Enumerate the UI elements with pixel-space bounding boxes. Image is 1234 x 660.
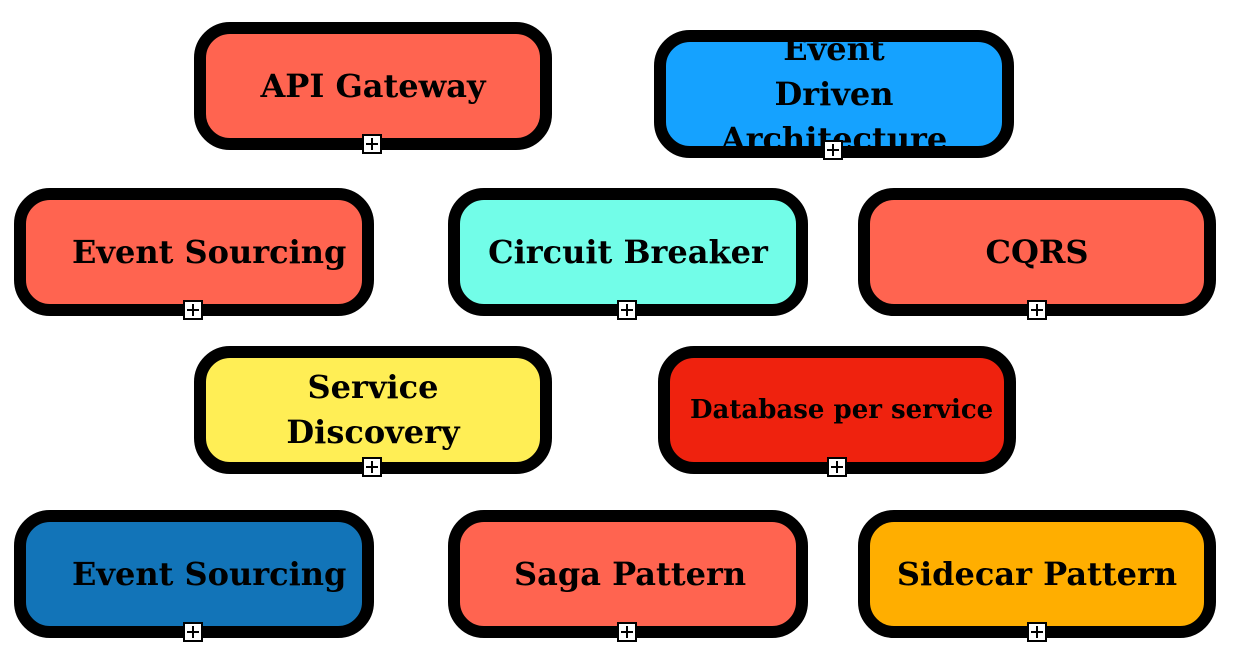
expand-sidecar-pattern-icon[interactable] — [1027, 622, 1047, 642]
node-label: Event Driven Architecture — [720, 29, 948, 158]
expand-event-sourcing-2-icon[interactable] — [183, 622, 203, 642]
expand-cqrs-icon[interactable] — [1027, 300, 1047, 320]
node-cqrs[interactable]: CQRS — [858, 188, 1216, 316]
expand-circuit-breaker-icon[interactable] — [617, 300, 637, 320]
expand-service-discovery-icon[interactable] — [362, 457, 382, 477]
node-event-sourcing-2[interactable]: Event Sourcing — [14, 510, 374, 638]
expand-event-driven-architecture-icon[interactable] — [823, 140, 843, 160]
expand-event-sourcing-1-icon[interactable] — [183, 300, 203, 320]
node-circuit-breaker[interactable]: Circuit Breaker — [448, 188, 808, 316]
node-event-sourcing-1[interactable]: Event Sourcing — [14, 188, 374, 316]
node-api-gateway[interactable]: API Gateway — [194, 22, 552, 150]
node-service-discovery[interactable]: Service Discovery — [194, 346, 552, 474]
node-label: Saga Pattern — [514, 554, 747, 593]
node-database-per-service[interactable]: Database per service — [658, 346, 1016, 474]
node-label: Sidecar Pattern — [896, 554, 1178, 593]
node-label: Event Sourcing — [72, 554, 347, 593]
node-label: Service Discovery — [286, 368, 460, 451]
expand-saga-pattern-icon[interactable] — [617, 622, 637, 642]
expand-database-per-service-icon[interactable] — [827, 457, 847, 477]
expand-api-gateway-icon[interactable] — [362, 134, 382, 154]
node-label: Circuit Breaker — [488, 232, 768, 271]
node-label: Event Sourcing — [72, 232, 347, 271]
node-event-driven-architecture[interactable]: Event Driven Architecture — [654, 30, 1014, 158]
node-saga-pattern[interactable]: Saga Pattern — [448, 510, 808, 638]
node-sidecar-pattern[interactable]: Sidecar Pattern — [858, 510, 1216, 638]
node-label: API Gateway — [260, 66, 486, 105]
node-label: Database per service — [690, 394, 994, 425]
node-label: CQRS — [985, 232, 1089, 271]
